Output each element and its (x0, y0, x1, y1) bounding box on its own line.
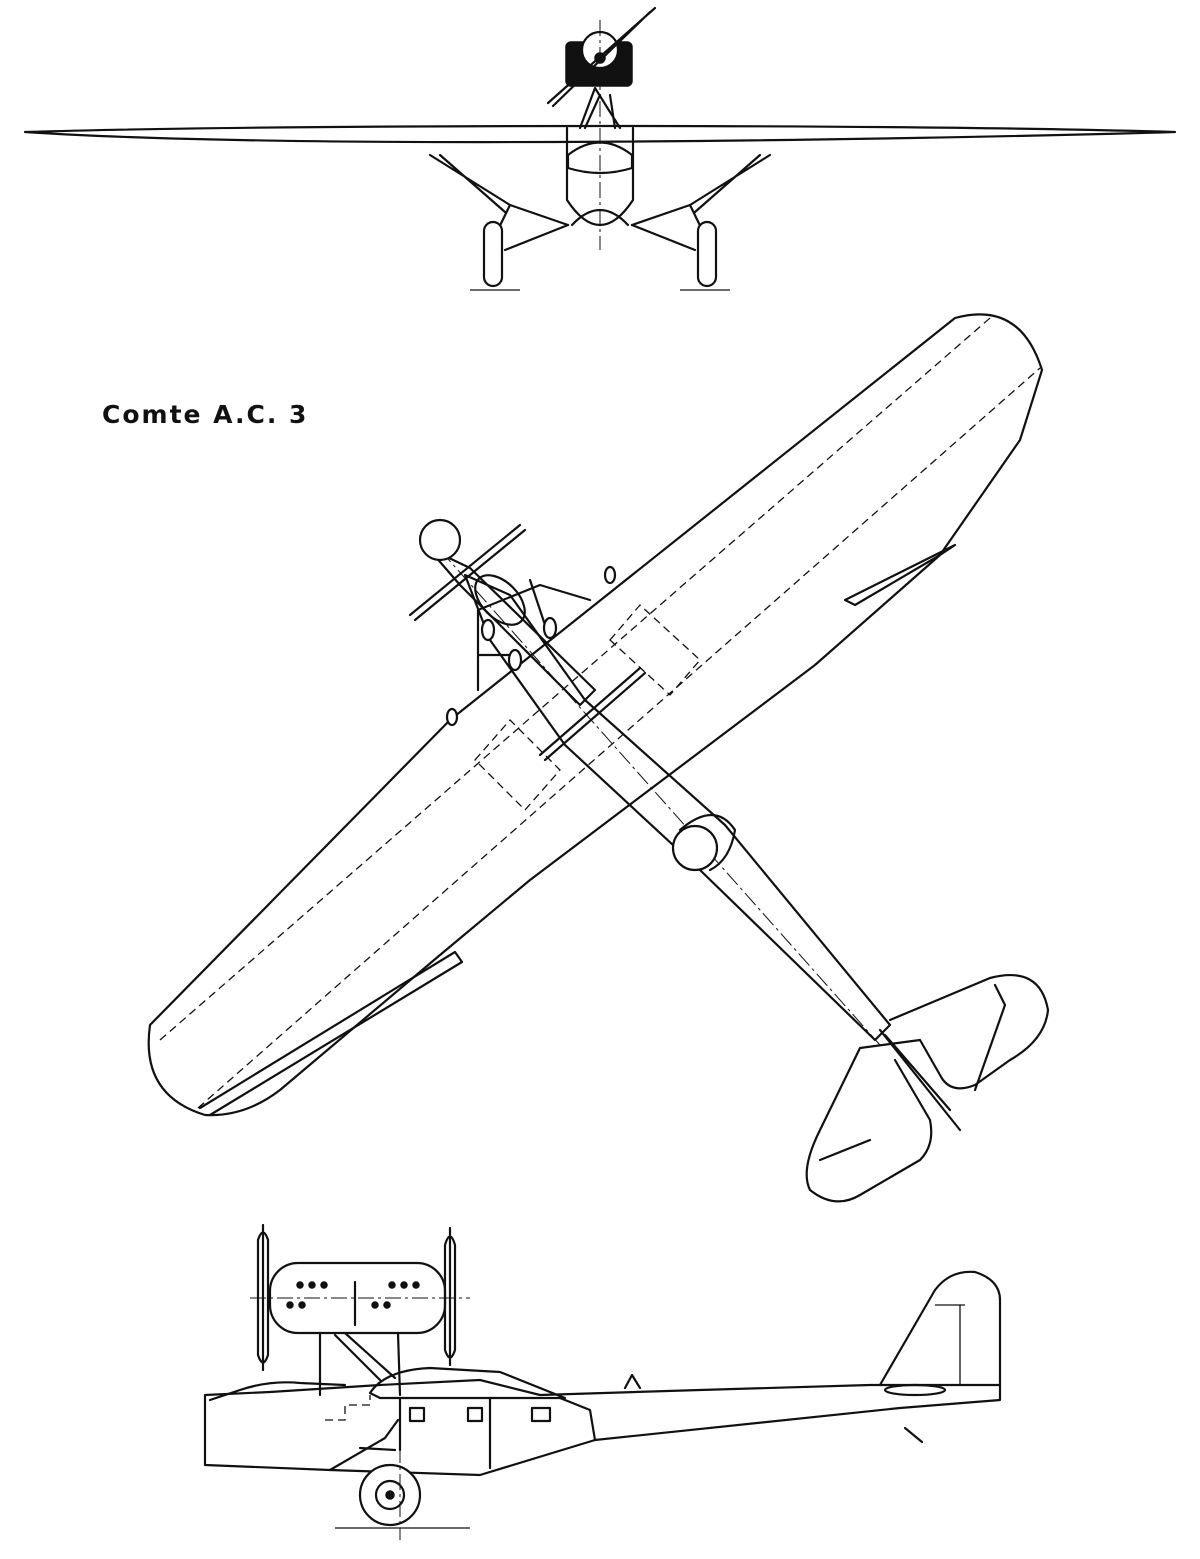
front-wheel-right (696, 220, 718, 288)
side-propeller-front (256, 1223, 270, 1372)
plan-nacelle (426, 546, 597, 707)
side-wing (368, 1366, 567, 1400)
plan-aileron-left (198, 950, 464, 1117)
side-fuselage (203, 1378, 1002, 1477)
plan-fuselage (463, 573, 892, 1042)
plan-wing (147, 313, 1044, 1117)
plan-tail-ring (671, 824, 719, 872)
front-wing (23, 124, 1177, 144)
plan-view (147, 313, 1050, 1203)
side-view (203, 1223, 1002, 1540)
plan-propeller-front (408, 523, 527, 622)
plan-tailplane (805, 974, 1050, 1203)
plan-aileron-right (843, 543, 957, 607)
front-view (23, 6, 1177, 291)
side-propeller-rear (443, 1226, 457, 1367)
plan-propeller-rear (538, 666, 647, 762)
side-fin (878, 1270, 1002, 1387)
front-wheel-left (482, 220, 504, 288)
drawing-title: Comte A.C. 3 (102, 400, 309, 429)
